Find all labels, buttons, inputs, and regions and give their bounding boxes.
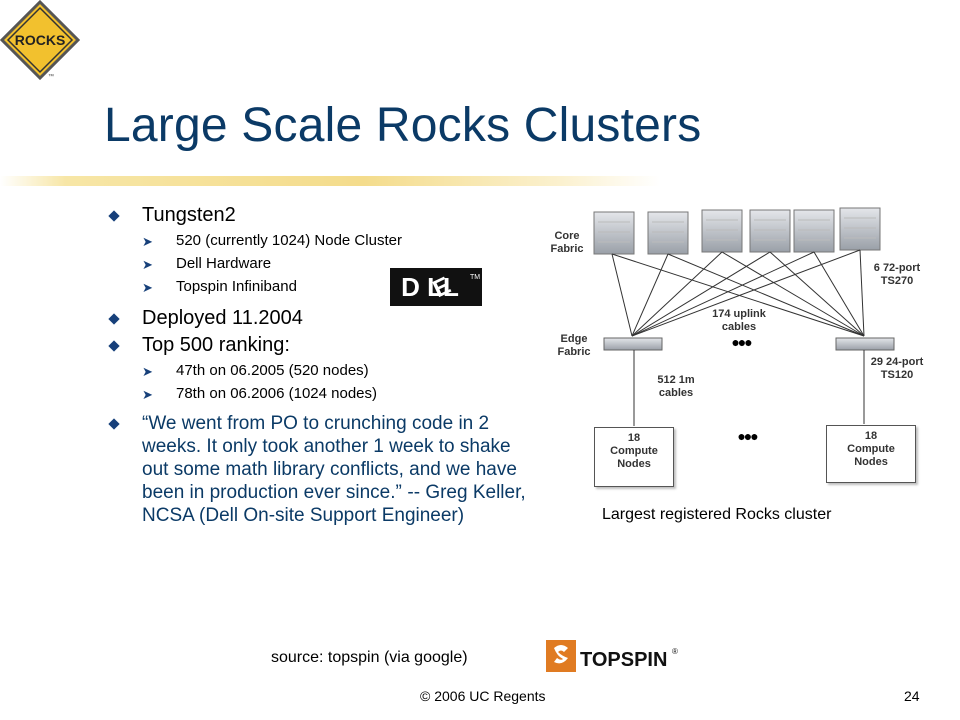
ellipsis-icon: ●●● (737, 428, 758, 444)
downlink-cables (633, 350, 865, 426)
quote-text: “We went from PO to crunching code in 2 … (142, 413, 517, 503)
ellipsis-icon: ●●● (731, 334, 752, 350)
arrow-bullet-icon: ➤ (142, 257, 153, 272)
sub-bullet-item: ➤Topspin Infiniband (142, 277, 528, 297)
rocks-logo: ROCKS ™ (0, 0, 81, 81)
bullet-item: Tungsten2 (108, 204, 528, 227)
sub-bullet-item: ➤47th on 06.2005 (520 nodes) (142, 361, 528, 381)
topspin-logo: TOPSPIN ® (544, 638, 682, 676)
svg-text:TOPSPIN: TOPSPIN (580, 649, 667, 671)
edge-switches (603, 337, 895, 351)
bullet-list: Tungsten2 ➤520 (currently 1024) Node Clu… (108, 204, 528, 531)
diamond-bullet-icon (108, 418, 120, 430)
diamond-bullet-icon (108, 313, 120, 325)
page-title: Large Scale Rocks Clusters (104, 99, 702, 152)
sub-bullet-item: ➤Dell Hardware (142, 254, 528, 274)
source-text: source: topspin (via google) (271, 649, 468, 666)
bullet-item: Deployed 11.2004 (108, 307, 528, 330)
diamond-bullet-icon (108, 210, 120, 222)
bullet-item-quote: “We went from PO to crunching code in 2 … (108, 412, 528, 527)
svg-text:®: ® (672, 647, 678, 656)
svg-text:TM: TM (470, 274, 480, 281)
sub-bullet-item: ➤520 (currently 1024) Node Cluster (142, 231, 528, 251)
bullet-item: Top 500 ranking: (108, 334, 528, 357)
title-underline (0, 176, 660, 186)
arrow-bullet-icon: ➤ (142, 364, 153, 379)
diamond-bullet-icon (108, 340, 120, 352)
arrow-bullet-icon: ➤ (142, 280, 153, 295)
quote-attribution: -- Greg Keller, NCSA (Dell On-site Suppo… (142, 482, 526, 526)
core-switches (593, 207, 881, 255)
diagram-caption: Largest registered Rocks cluster (602, 506, 832, 523)
arrow-bullet-icon: ➤ (142, 234, 153, 249)
dell-logo: D LL E TM (390, 268, 482, 306)
sub-bullet-item: ➤78th on 06.2006 (1024 nodes) (142, 384, 528, 404)
uplink-cables (611, 249, 865, 337)
topology-lines (593, 207, 895, 426)
svg-text:™: ™ (48, 73, 54, 80)
svg-text:D LL: D LL (401, 272, 459, 302)
svg-text:ROCKS: ROCKS (15, 32, 66, 48)
footer-copyright: © 2006 UC Regents (420, 688, 546, 704)
arrow-bullet-icon: ➤ (142, 387, 153, 402)
footer-page-number: 24 (904, 688, 920, 704)
